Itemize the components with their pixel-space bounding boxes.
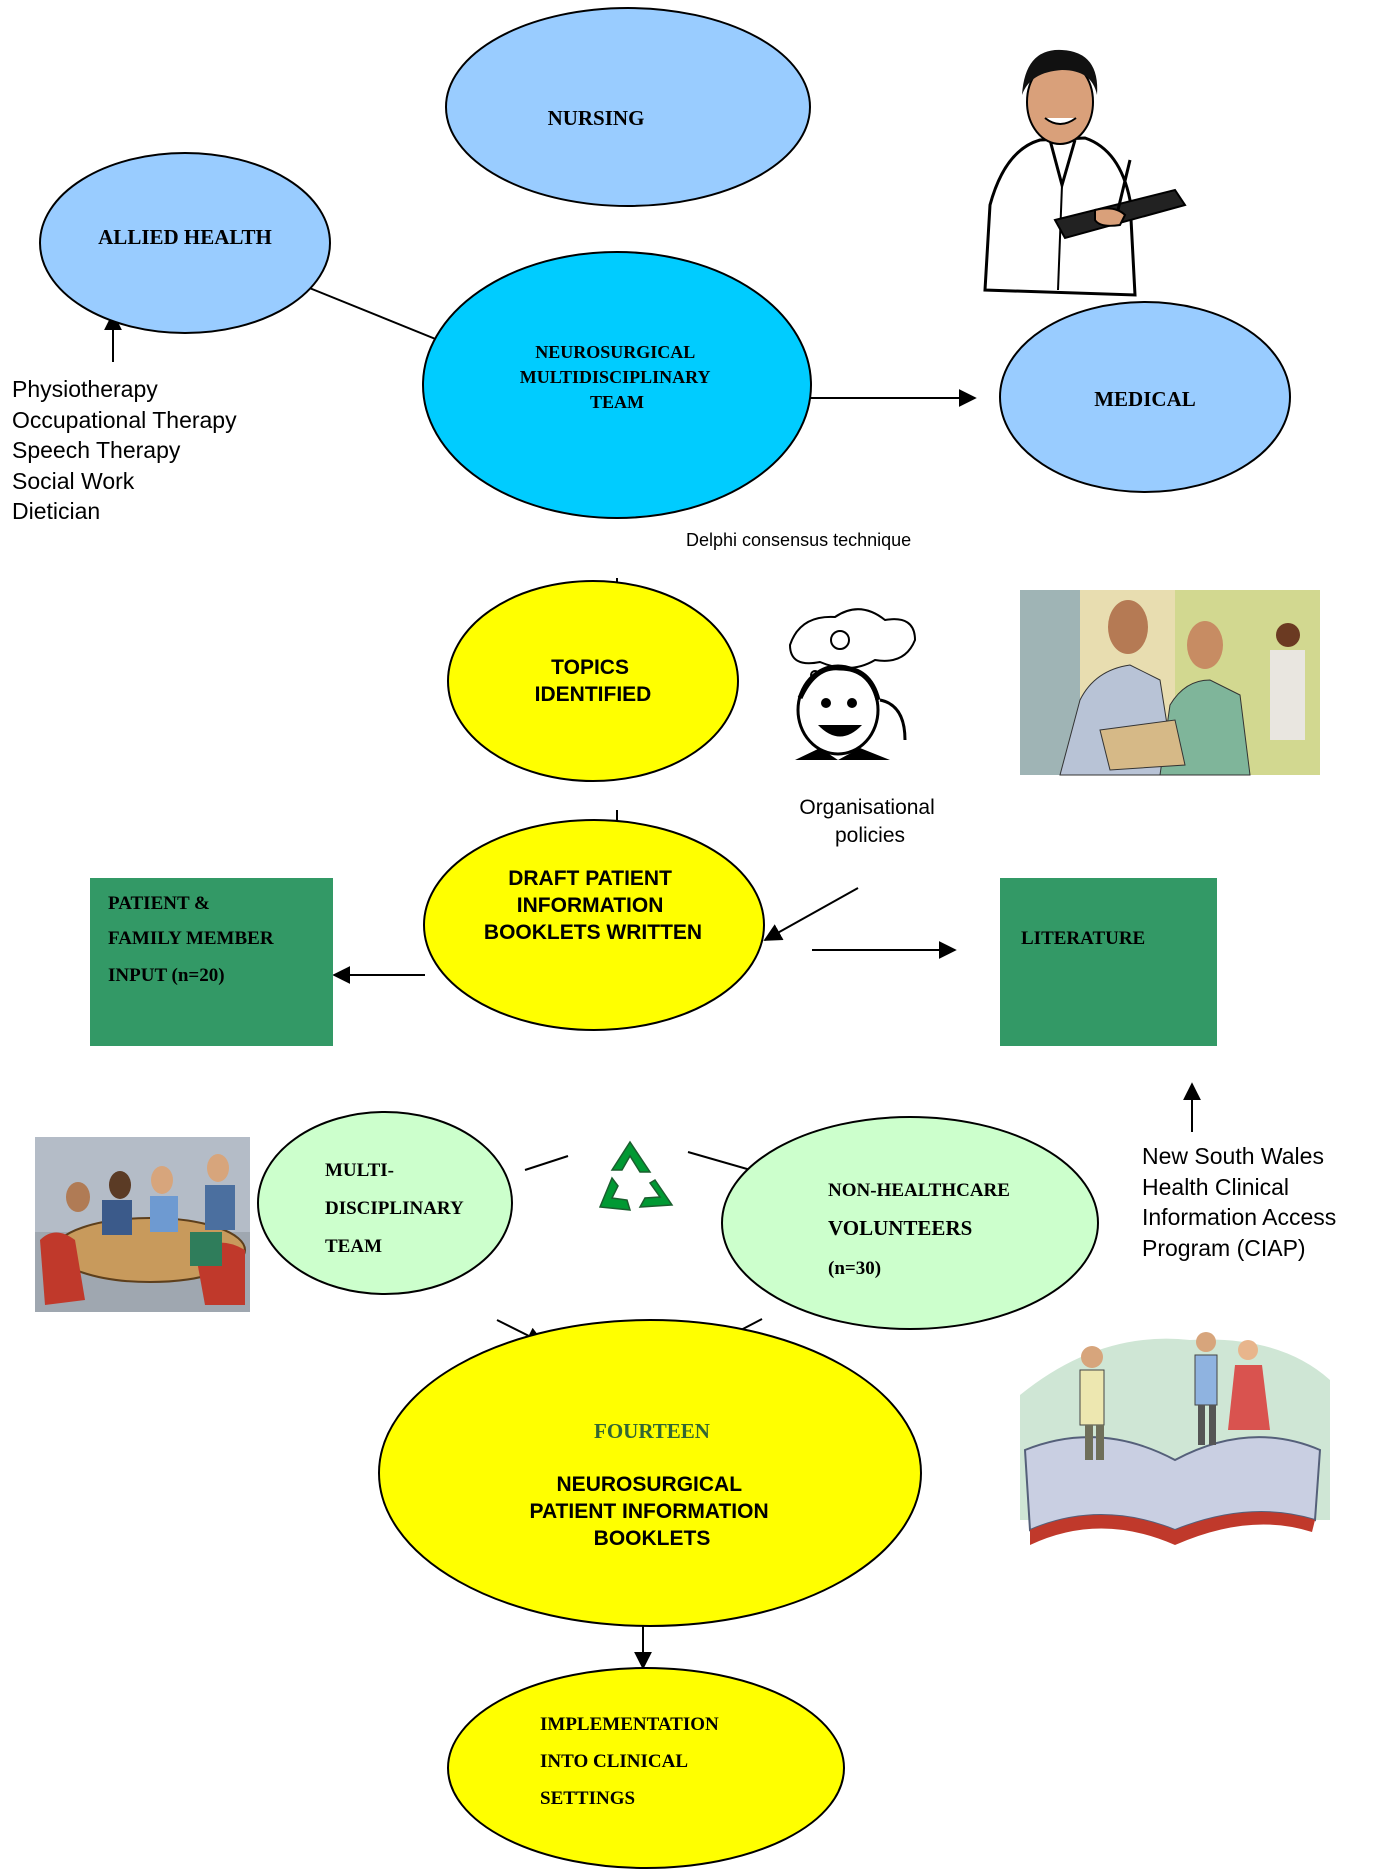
delphi-label: Delphi consensus technique xyxy=(686,530,911,550)
svg-text:PATIENT & FAMILY MEMBER: PATIENT & FAMILY MEMBER INPUT (n=20) xyxy=(108,893,278,986)
medical-label: MEDICAL xyxy=(1094,387,1196,411)
booklets-line-3: BOOKLETS xyxy=(594,1527,711,1550)
mdt-line-1: MULTI- xyxy=(325,1160,394,1181)
multidisciplinary-team-node: MULTI- DISCIPLINARY TEAM xyxy=(257,1111,513,1295)
allied-item-2: Occupational Therapy xyxy=(12,407,237,433)
topics-line-1: TOPICS xyxy=(551,656,629,679)
volunteers-line-2: VOLUNTEERS xyxy=(828,1216,972,1240)
doctors-reviewing-chart-icon xyxy=(1020,590,1320,776)
team-line-2: MULTIDISCIPLINARY xyxy=(520,367,711,387)
mdt-line-3: TEAM xyxy=(325,1236,382,1257)
volunteers-line-3: (n=30) xyxy=(828,1258,881,1279)
svg-text:NEUROSURGICAL MULTIDISCI: NEUROSURGICAL MULTIDISCIPLINARY TEAM xyxy=(520,342,715,412)
literature-label: LITERATURE xyxy=(1021,928,1145,949)
ciap-line-3: Information Access xyxy=(1142,1204,1336,1230)
recycle-icon xyxy=(598,1140,674,1211)
nursing-node: NURSING xyxy=(445,7,811,207)
fourteen-label: FOURTEEN xyxy=(594,1419,710,1443)
patient-line-3: INPUT (n=20) xyxy=(108,965,225,986)
policies-line-1: Organisational xyxy=(799,796,934,819)
final-booklets-node: FOURTEEN NEUROSURGICAL PATIENT INFORMATI… xyxy=(378,1319,922,1627)
svg-text:MULTI- DISCIPLINARY: MULTI- DISCIPLINARY TEAM xyxy=(325,1160,468,1257)
mdt-line-2: DISCIPLINARY xyxy=(325,1198,464,1219)
implementation-node: IMPLEMENTATION INTO CLINICAL SETTINGS xyxy=(447,1667,845,1869)
svg-text:TOPICS IDENTIFIED: TOPICS IDENTIFIED xyxy=(535,656,652,706)
ciap-line-1: New South Wales xyxy=(1142,1143,1324,1169)
allied-item-5: Dietician xyxy=(12,498,100,524)
patient-family-node: PATIENT & FAMILY MEMBER INPUT (n=20) xyxy=(90,878,333,1046)
ciap-line-2: Health Clinical xyxy=(1142,1174,1289,1200)
doctor-with-clipboard-icon xyxy=(983,49,1187,297)
patient-line-2: FAMILY MEMBER xyxy=(108,928,274,949)
svg-text:NEUROSURGICAL PATIENT IN: NEUROSURGICAL PATIENT INFORMATION BOOKLE… xyxy=(530,1473,775,1550)
nursing-label: NURSING xyxy=(548,106,645,130)
allied-disciplines-list: Physiotherapy Occupational Therapy Speec… xyxy=(12,376,243,524)
literature-node: LITERATURE xyxy=(1000,878,1217,1046)
allied-item-3: Speech Therapy xyxy=(12,437,181,463)
allied-item-1: Physiotherapy xyxy=(12,376,158,402)
draft-line-2: INFORMATION xyxy=(517,894,664,917)
booklets-line-1: NEUROSURGICAL xyxy=(557,1473,743,1496)
arrow-policies-to-draft xyxy=(763,887,859,941)
volunteers-line-1: NON-HEALTHCARE xyxy=(828,1180,1010,1201)
draft-line-1: DRAFT PATIENT xyxy=(508,867,672,890)
topics-identified-node: TOPICS IDENTIFIED xyxy=(447,580,739,782)
allied-health-node: ALLIED HEALTH xyxy=(39,152,331,334)
volunteers-node: NON-HEALTHCARE VOLUNTEERS (n=30) xyxy=(721,1116,1099,1330)
patient-line-1: PATIENT & xyxy=(108,893,210,914)
neurosurgical-team-node: NEUROSURGICAL MULTIDISCIPLINARY TEAM xyxy=(422,251,812,519)
team-line-1: NEUROSURGICAL xyxy=(535,342,695,362)
allied-health-label: ALLIED HEALTH xyxy=(98,225,272,249)
implementation-line-2: INTO CLINICAL xyxy=(540,1751,687,1772)
svg-text:DRAFT PATIENT INFORMATIO: DRAFT PATIENT INFORMATION BOOKLETS WRITT… xyxy=(484,867,702,944)
implementation-line-1: IMPLEMENTATION xyxy=(540,1714,719,1735)
ciap-label: New South Wales Health Clinical Informat… xyxy=(1142,1143,1343,1261)
draft-booklets-node: DRAFT PATIENT INFORMATION BOOKLETS WRITT… xyxy=(423,819,765,1031)
team-line-3: TEAM xyxy=(590,392,644,412)
people-on-open-book-icon xyxy=(1020,1332,1330,1545)
svg-text:IMPLEMENTATION INTO CLIN: IMPLEMENTATION INTO CLINICAL SETTINGS xyxy=(540,1714,724,1809)
medical-node: MEDICAL xyxy=(999,301,1291,493)
policies-line-2: policies xyxy=(835,824,905,847)
topics-line-2: IDENTIFIED xyxy=(535,683,652,706)
team-meeting-icon xyxy=(35,1137,250,1312)
booklets-line-2: PATIENT INFORMATION xyxy=(530,1500,769,1523)
thinking-man-icon xyxy=(788,608,917,760)
line-mdt-to-recycle xyxy=(524,1155,569,1171)
allied-item-4: Social Work xyxy=(12,468,135,494)
svg-text:NON-HEALTHCARE VOLUNTEER: NON-HEALTHCARE VOLUNTEERS (n=30) xyxy=(828,1180,1015,1279)
draft-line-3: BOOKLETS WRITTEN xyxy=(484,921,702,944)
implementation-line-3: SETTINGS xyxy=(540,1788,635,1809)
organisational-policies-label: Organisational policies xyxy=(799,796,940,847)
ciap-line-4: Program (CIAP) xyxy=(1142,1235,1306,1261)
